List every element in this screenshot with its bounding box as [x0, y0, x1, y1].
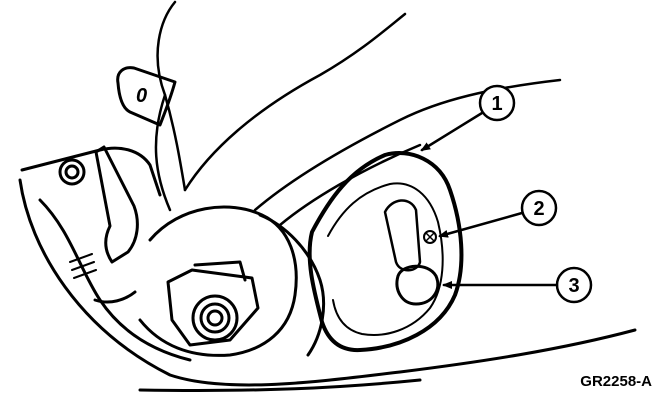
callout-1: 1 [420, 84, 516, 152]
callout-3: 3 [442, 266, 593, 304]
callout-2: 2 [438, 189, 558, 238]
recliner-mechanism [20, 145, 326, 362]
callout-1-circle [478, 84, 516, 122]
callout-2-leader [438, 211, 524, 238]
upper-bracket: 0 [116, 66, 177, 127]
callout-3-number: 3 [568, 275, 579, 297]
callout-2-circle [520, 189, 558, 227]
callout-2-number: 2 [533, 198, 544, 220]
callout-1-number: 1 [491, 93, 502, 115]
seat-cushion-outline [18, 178, 637, 393]
callout-1-leader [420, 111, 484, 152]
figure-id: GR2258-A [580, 373, 652, 390]
side-shield [307, 151, 464, 353]
bracket-mark: 0 [136, 85, 147, 107]
